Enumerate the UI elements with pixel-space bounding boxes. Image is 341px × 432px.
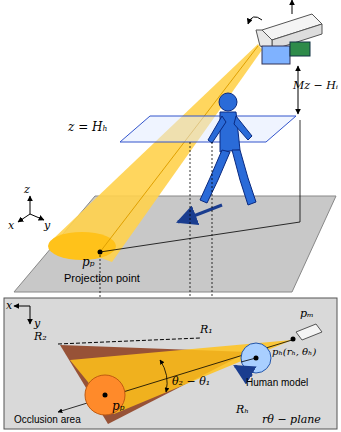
axis-label: x	[6, 300, 12, 312]
radius-label: R₁	[200, 324, 213, 336]
human-figure	[200, 93, 256, 205]
dimension-label: Mz − Hᵢ	[293, 80, 338, 92]
point-label: pₘ	[300, 308, 314, 320]
axis-label: x	[8, 220, 14, 232]
beam-axis	[100, 46, 258, 252]
part-label: Human model	[246, 377, 308, 388]
r-theta-plane	[4, 298, 337, 429]
ground-plane	[14, 196, 336, 292]
point-label: pₕ(rₕ, θₕ)	[272, 346, 316, 357]
walk-arrow	[178, 205, 222, 222]
axis-label: z	[24, 184, 30, 196]
walk-arrow	[235, 366, 252, 376]
plane-label: z = Hₕ	[68, 121, 108, 134]
axis-label: y	[34, 318, 40, 330]
plane-label: rθ − plane	[262, 414, 321, 426]
axes	[18, 196, 44, 222]
part-label: Occlusion area	[14, 414, 81, 425]
projection-circle	[85, 375, 125, 415]
radius-label: R₂	[34, 331, 47, 343]
point-label: pₚ	[112, 400, 124, 413]
axes	[14, 306, 30, 324]
angle-label: θ₂ − θ₁	[172, 376, 210, 388]
projection-point	[103, 393, 108, 398]
radius-mark	[241, 358, 256, 362]
radius-line	[58, 338, 200, 344]
human-circle	[241, 343, 271, 373]
camera-small	[291, 324, 323, 342]
axis-label: y	[44, 220, 50, 232]
angle-arc	[160, 360, 167, 392]
radius-label: Rₕ	[236, 404, 249, 416]
ground-line	[100, 222, 300, 252]
camera-projector	[248, 0, 322, 64]
point-label: pₚ	[82, 256, 94, 269]
caption-label: Projection point	[64, 272, 140, 284]
vertical-line	[300, 120, 301, 222]
height-plane	[120, 116, 296, 142]
light-beam	[52, 44, 262, 262]
